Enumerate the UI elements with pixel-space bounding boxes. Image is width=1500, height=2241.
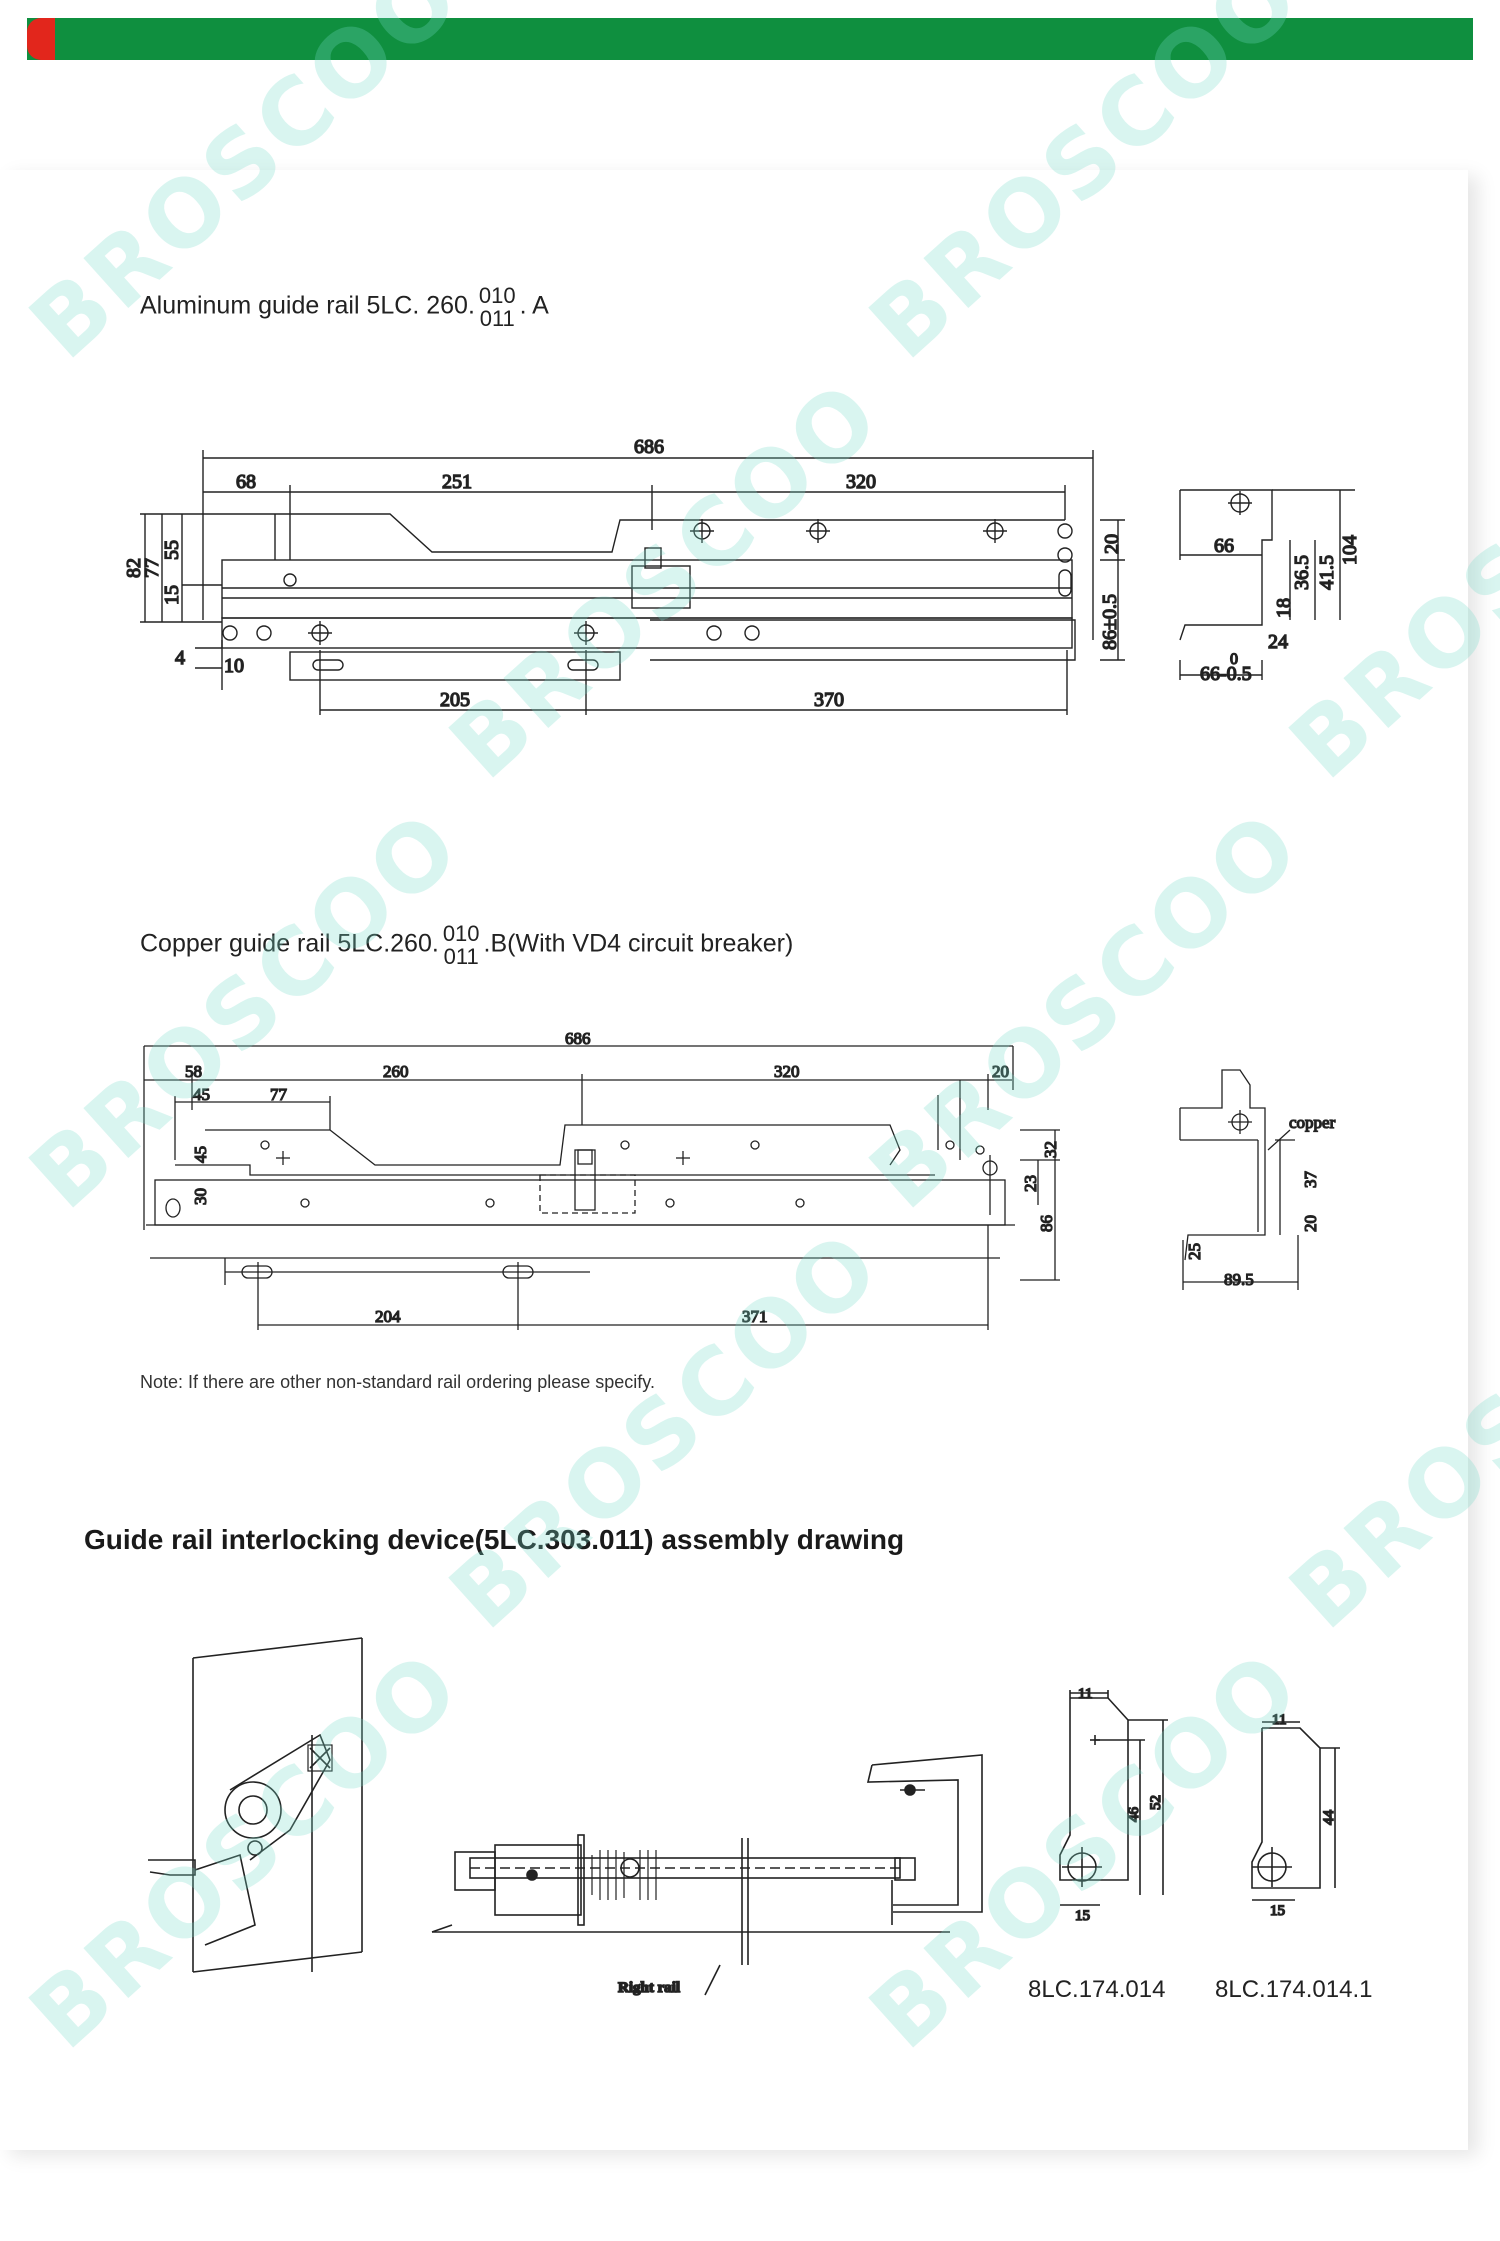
side-dim-0: 0 bbox=[1230, 651, 1238, 668]
dim2-686: 686 bbox=[565, 1029, 591, 1048]
side2-dim-37: 37 bbox=[1301, 1171, 1320, 1189]
side2-dim-89-5: 89.5 bbox=[1224, 1270, 1254, 1289]
dim-320: 320 bbox=[846, 471, 876, 493]
dim2-45: 45 bbox=[193, 1085, 210, 1104]
copper-label: copper bbox=[1289, 1113, 1336, 1132]
dim2-58: 58 bbox=[185, 1062, 202, 1081]
side2-dim-25: 25 bbox=[1185, 1243, 1204, 1260]
dim2-371: 371 bbox=[742, 1307, 768, 1326]
dim2-v32: 32 bbox=[1041, 1141, 1060, 1158]
dim-15: 15 bbox=[161, 585, 183, 605]
side-dim-36-5: 36.5 bbox=[1291, 555, 1313, 590]
dim2-204: 204 bbox=[375, 1307, 401, 1326]
side-dim-41-5: 41.5 bbox=[1316, 555, 1338, 590]
dim2-v45: 45 bbox=[191, 1146, 210, 1163]
side-dim-24: 24 bbox=[1268, 631, 1288, 653]
dim-82: 82 bbox=[123, 558, 145, 578]
dim-20: 20 bbox=[1101, 534, 1123, 554]
p2-dim-11: 11 bbox=[1272, 1712, 1286, 1728]
p1-dim-11: 11 bbox=[1078, 1686, 1092, 1702]
p2-dim-15: 15 bbox=[1270, 1903, 1285, 1919]
dim2-77: 77 bbox=[270, 1085, 288, 1104]
side-dim-66: 66 bbox=[1214, 535, 1234, 557]
dim-686: 686 bbox=[634, 436, 664, 458]
dim-205: 205 bbox=[440, 689, 470, 711]
part-label-8lc-174-014: 8LC.174.014 bbox=[1028, 1976, 1166, 2003]
dim-77: 77 bbox=[141, 558, 163, 578]
document-sheet bbox=[0, 170, 1468, 2150]
p1-dim-52: 52 bbox=[1148, 1795, 1164, 1810]
p1-dim-46: 46 bbox=[1126, 1807, 1142, 1823]
p2-dim-44: 44 bbox=[1321, 1810, 1337, 1826]
dim-4: 4 bbox=[175, 647, 185, 669]
side2-dim-20: 20 bbox=[1301, 1215, 1320, 1232]
section-heading: Guide rail interlocking device(5LC.303.0… bbox=[84, 1524, 905, 1555]
part-label-8lc-174-014-1: 8LC.174.014.1 bbox=[1215, 1976, 1373, 2003]
ordering-note: Note: If there are other non-standard ra… bbox=[140, 1372, 655, 1392]
side-dim-104: 104 bbox=[1339, 535, 1361, 565]
dim2-20: 20 bbox=[992, 1062, 1009, 1081]
dim2-260: 260 bbox=[383, 1062, 409, 1081]
dim-251: 251 bbox=[442, 471, 472, 493]
dim2-v30: 30 bbox=[191, 1188, 210, 1205]
dim-55: 55 bbox=[161, 540, 183, 560]
dim-10: 10 bbox=[224, 655, 244, 677]
side-dim-66-0-5: 66-0.5 bbox=[1200, 663, 1252, 685]
dim2-v23: 23 bbox=[1021, 1175, 1040, 1192]
dim2-320: 320 bbox=[774, 1062, 800, 1081]
dim-68: 68 bbox=[236, 471, 256, 493]
dim2-v86: 86 bbox=[1037, 1215, 1056, 1232]
dim-86: 86±0.5 bbox=[1099, 594, 1121, 650]
header-accent-start bbox=[27, 18, 55, 60]
dim-370: 370 bbox=[814, 689, 844, 711]
right-rail-label: Right rail bbox=[618, 1980, 680, 1996]
p1-dim-15: 15 bbox=[1075, 1908, 1090, 1924]
header-accent-bar bbox=[27, 18, 1473, 60]
side-dim-18: 18 bbox=[1273, 598, 1295, 618]
